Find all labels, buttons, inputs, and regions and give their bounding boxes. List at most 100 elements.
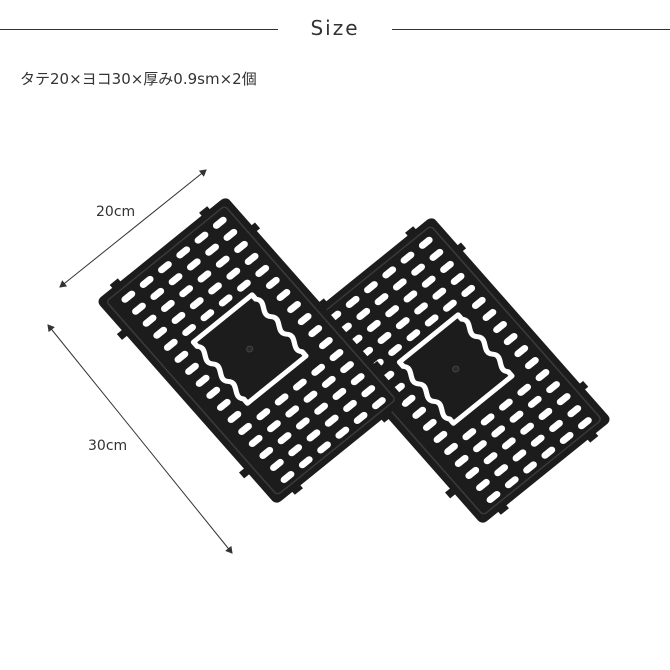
- panel-slot: [324, 414, 339, 427]
- panel-slot: [340, 361, 354, 374]
- panel-slot: [503, 332, 518, 346]
- panel-slot: [482, 308, 497, 322]
- panel-slot: [265, 276, 280, 290]
- panel-slot: [501, 437, 516, 450]
- panel-slot: [476, 478, 490, 492]
- panel-slot: [234, 240, 248, 253]
- section-header: Size: [0, 14, 670, 46]
- panel-slot: [335, 426, 350, 439]
- panel-slot: [401, 394, 416, 407]
- panel-slot: [412, 406, 427, 419]
- panel-slot: [535, 369, 550, 382]
- panel-slot: [189, 297, 204, 310]
- panel-slot: [303, 390, 318, 403]
- size-spec-text: タテ20×ヨコ30×厚み0.9sm×2個: [20, 70, 257, 88]
- panel-slot: [197, 270, 212, 283]
- panel-slot: [527, 395, 542, 408]
- panel-slot: [237, 279, 251, 292]
- panel-slot: [499, 398, 513, 411]
- panel-slot: [259, 446, 274, 460]
- panel-slot: [372, 397, 386, 410]
- panel-clip: [246, 222, 261, 235]
- panel-slot: [524, 357, 539, 370]
- panel-slot: [345, 295, 360, 308]
- panel-slot: [226, 267, 241, 280]
- panel-slot: [382, 266, 397, 279]
- panel-rim: [313, 226, 601, 515]
- panel-slot: [509, 410, 524, 423]
- panel-slot: [450, 272, 465, 285]
- panel-slot: [280, 470, 295, 484]
- panel-slot: [414, 302, 428, 315]
- panel-slot: [208, 282, 222, 295]
- panel-slot: [329, 349, 344, 362]
- panel-clip: [289, 482, 303, 495]
- panel-center-pin: [452, 365, 460, 373]
- panel-slot: [421, 275, 436, 288]
- panel-slot: [432, 287, 447, 300]
- panel-slot: [194, 231, 209, 244]
- panel-slot: [418, 236, 433, 249]
- panel-slot: [121, 290, 136, 303]
- panel-slot: [424, 314, 439, 327]
- panel-slot: [308, 324, 323, 338]
- panel-clip: [379, 410, 393, 423]
- panel-slot: [314, 402, 328, 415]
- panel-slot: [578, 417, 592, 430]
- panel-slot: [179, 285, 194, 298]
- panel-slot: [343, 399, 357, 412]
- panel-slot: [200, 309, 215, 322]
- width-dimension-arrow: [59, 169, 207, 288]
- panel-slot: [321, 375, 336, 388]
- panel-slot: [486, 490, 501, 504]
- panel-slot: [150, 287, 165, 300]
- panel-slot: [306, 429, 321, 442]
- panel-slot: [444, 442, 458, 455]
- panel-slot: [171, 311, 186, 325]
- panel-slot: [377, 331, 392, 345]
- panel-slot: [223, 228, 238, 241]
- panel-slot: [392, 278, 407, 291]
- panel-slot: [227, 410, 242, 423]
- panel-slot: [293, 378, 307, 391]
- panel-slot: [287, 300, 301, 314]
- panel-slot: [523, 461, 537, 474]
- panel-clip: [574, 380, 589, 394]
- panel-slot: [218, 294, 233, 307]
- panel-slot: [132, 302, 146, 315]
- panel-slot: [364, 281, 378, 294]
- height-dimension-label: 30cm: [88, 438, 128, 454]
- panel-slot: [356, 307, 371, 320]
- panel-slot: [182, 323, 196, 337]
- panel-clip: [116, 327, 131, 340]
- panel-slot: [411, 263, 425, 276]
- panel-slot: [311, 363, 326, 376]
- panel-clip: [199, 206, 213, 219]
- panel-slot: [215, 255, 230, 268]
- panel-slot: [538, 407, 553, 420]
- panel-clip: [368, 360, 383, 374]
- panel-slot: [465, 466, 480, 480]
- panel-slot: [440, 260, 454, 273]
- panel-slot: [462, 428, 477, 441]
- panel-slot: [255, 264, 270, 278]
- panel-slot: [395, 317, 410, 330]
- panel-slot: [139, 275, 154, 288]
- panel-slot: [385, 305, 400, 318]
- panel-slot: [277, 432, 292, 445]
- panel-slot: [295, 417, 310, 430]
- panel-slot: [298, 456, 313, 469]
- panel-slot: [493, 320, 507, 334]
- panel-slot: [546, 381, 560, 394]
- panel-slot: [160, 299, 175, 313]
- panel-slot: [158, 261, 172, 274]
- panel-slot: [512, 449, 527, 462]
- panel-slot: [559, 431, 574, 445]
- panel-handle: [190, 292, 309, 406]
- panel-slot: [549, 419, 563, 432]
- width-dimension-label: 20cm: [96, 204, 136, 220]
- panel-slot: [461, 284, 476, 298]
- panel-slot: [504, 476, 519, 489]
- panel-slot: [361, 385, 376, 398]
